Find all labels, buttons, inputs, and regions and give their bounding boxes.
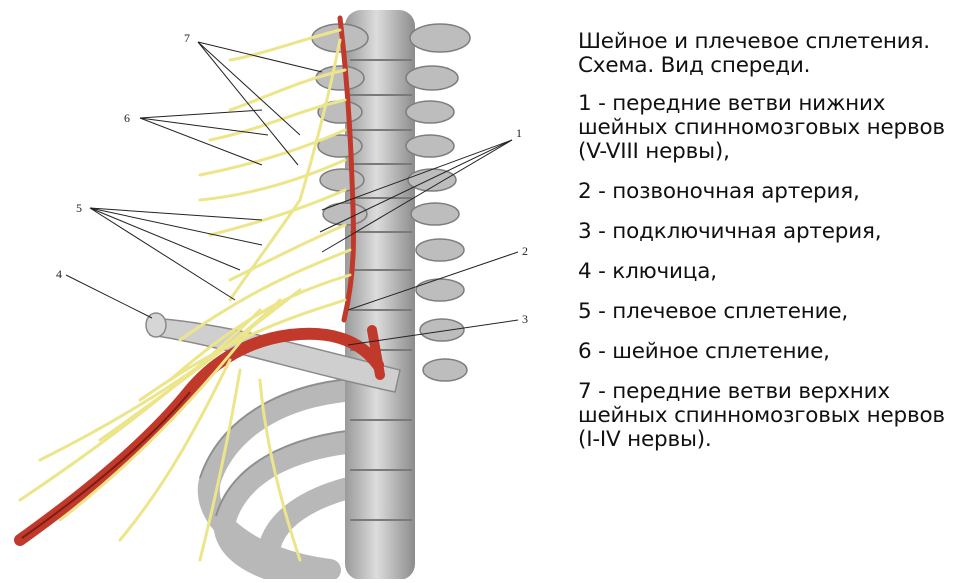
legend-title: Шейное и плечевое сплетения. Схема. Вид … bbox=[578, 29, 930, 78]
nerves bbox=[18, 28, 352, 562]
callout-5: 5 bbox=[76, 201, 82, 215]
vertebral-artery bbox=[337, 15, 356, 323]
callout-4: 4 bbox=[56, 267, 62, 281]
legend-item-3: 3 - подключичная артерия, bbox=[578, 219, 882, 244]
callout-7: 7 bbox=[184, 31, 190, 45]
callout-3: 3 bbox=[522, 312, 528, 326]
callout-1: 1 bbox=[516, 126, 522, 140]
legend-item-6: 6 - шейное сплетение, bbox=[578, 339, 830, 364]
spine bbox=[311, 10, 471, 580]
legend-item-1: 1 - передние ветви нижних шейных спинном… bbox=[578, 91, 945, 164]
plexus-diagram: 1 2 3 4 5 6 7 bbox=[14, 10, 528, 583]
callout-labels: 1 2 3 4 5 6 7 bbox=[56, 31, 528, 326]
legend-item-7: 7 - передние ветви верхних шейных спинно… bbox=[578, 379, 945, 452]
callout-6: 6 bbox=[124, 111, 130, 125]
legend-item-5: 5 - плечевое сплетение, bbox=[578, 299, 849, 324]
legend-item-4: 4 - ключица, bbox=[578, 259, 717, 284]
callout-2: 2 bbox=[522, 244, 528, 258]
leader-lines bbox=[65, 41, 519, 346]
legend-item-2: 2 - позвоночная артерия, bbox=[578, 179, 860, 204]
anatomy-illustration: 1 2 3 4 5 6 7 bbox=[14, 10, 528, 583]
legend-panel: Шейное и плечевое сплетения. Схема. Вид … bbox=[578, 30, 950, 468]
